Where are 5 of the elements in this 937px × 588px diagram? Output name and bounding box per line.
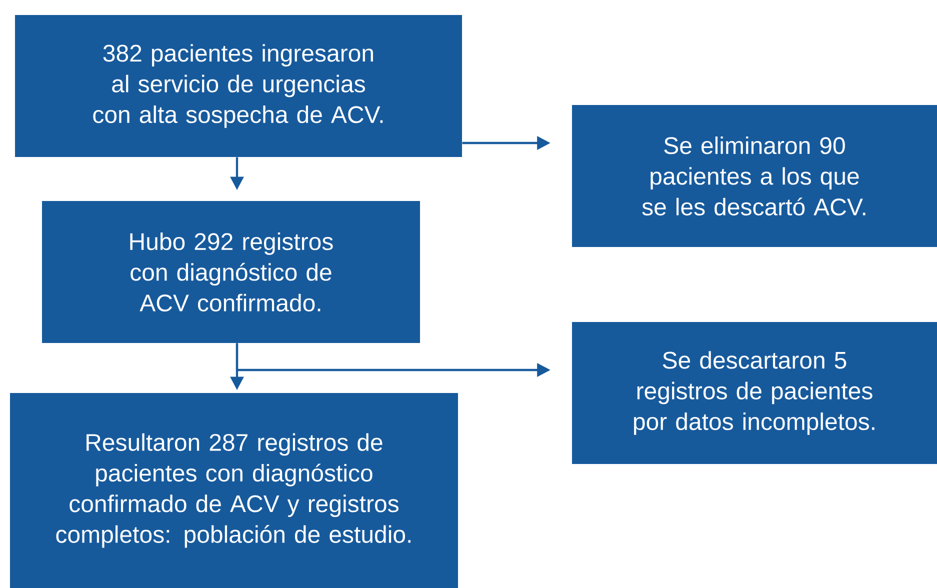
process-box: Hubo 292 registros con diagnóstico de ACV confirmado. [42, 201, 420, 343]
process-box: Se descartaron 5 registros de pacientes por datos incompletos. [572, 322, 937, 464]
process-box: Se eliminaron 90 pacientes a los que se les descartó ACV. [572, 105, 937, 247]
process-box: Resultaron 287 registros de pacientes con diagnóstico confirmado de ACV y registros completos: población de estudio. [10, 393, 458, 588]
process-box: 382 pacientes ingresaron al servicio de urgencias con alta sospecha de ACV. [15, 15, 462, 157]
